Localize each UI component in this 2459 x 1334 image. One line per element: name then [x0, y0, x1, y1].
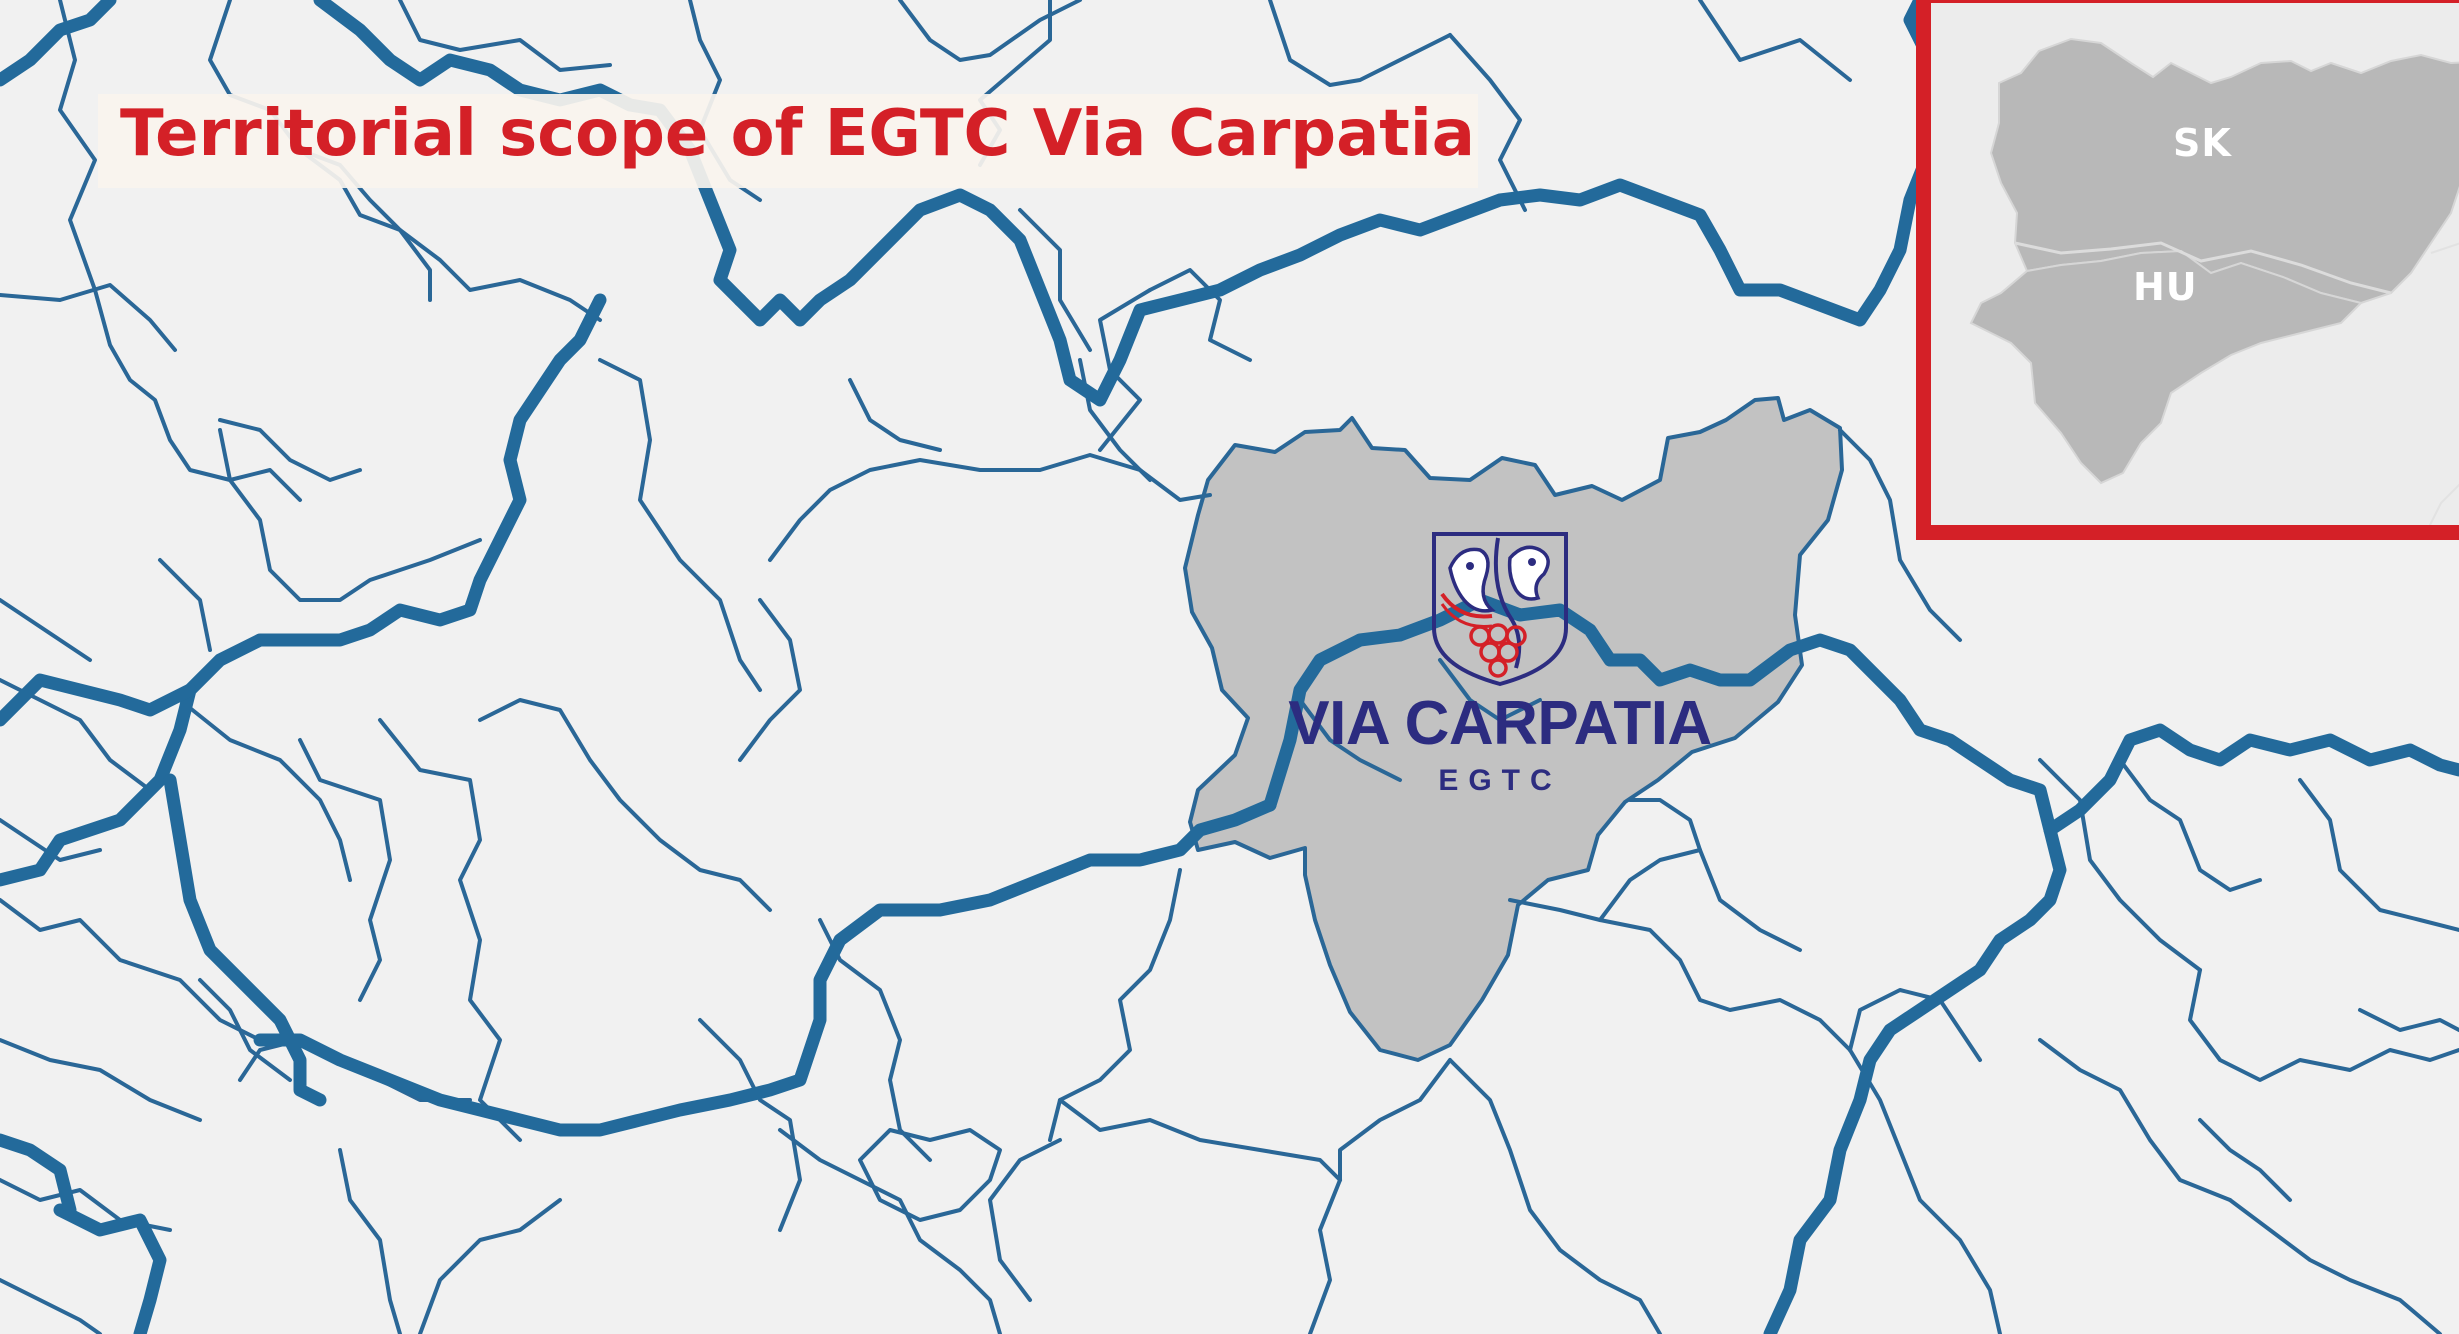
logo-subtitle: EGTC	[1438, 764, 1562, 797]
logo-name: VIA CARPATIA	[1288, 689, 1712, 758]
inset-label-sk: SK	[2173, 121, 2232, 165]
via-carpatia-logo: VIA CARPATIA EGTC	[1270, 528, 1730, 828]
map-title: Territorial scope of EGTC Via Carpatia	[120, 97, 1475, 171]
title-background	[98, 94, 1478, 188]
inset-hu-region	[1969, 249, 2363, 485]
egtc-region-area	[1183, 396, 1844, 1062]
inset-sk-region	[1989, 37, 2459, 305]
inset-locator-map: SK HU	[1916, 0, 2459, 540]
inset-label-hu: HU	[2133, 265, 2198, 309]
inset-map-shapes	[1969, 37, 2459, 525]
coat-of-arms-icon	[1432, 532, 1568, 687]
